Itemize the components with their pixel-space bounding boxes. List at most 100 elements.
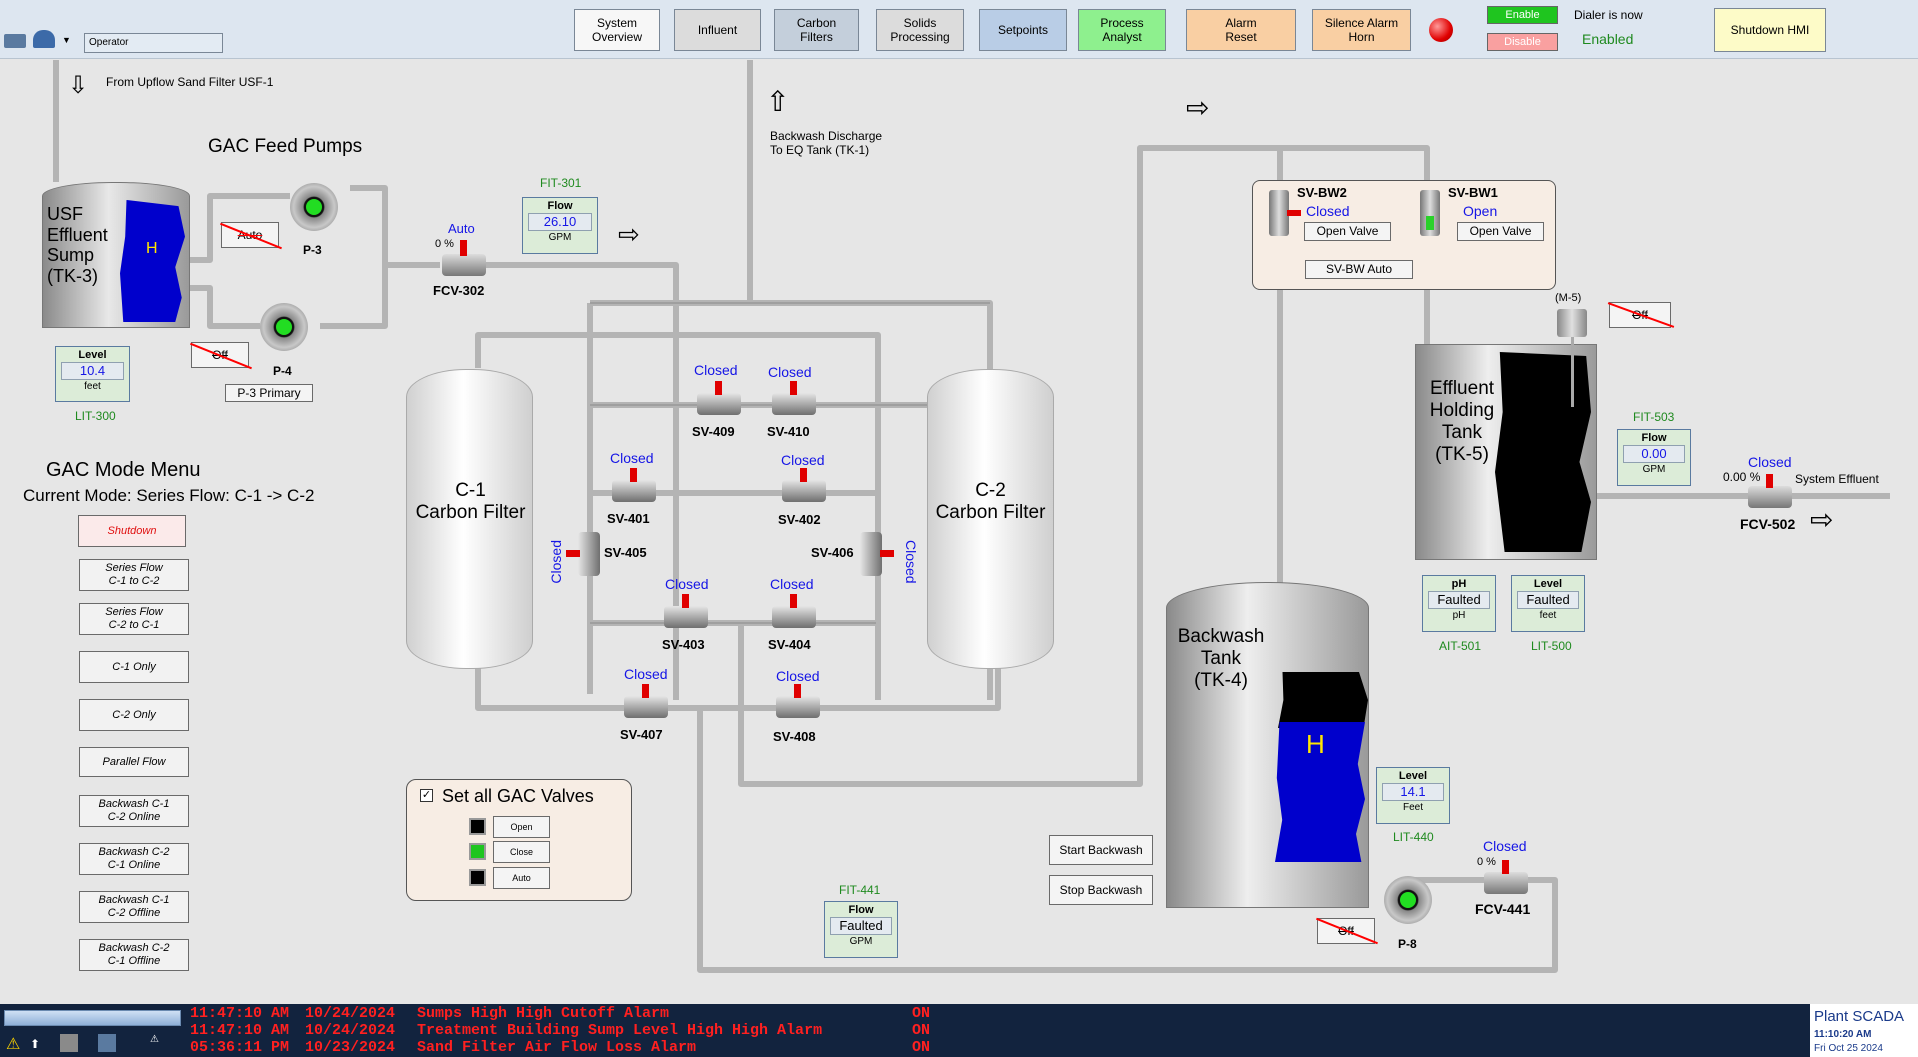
valve-sv-404[interactable]: [772, 594, 816, 628]
nav-carbon-filters-button[interactable]: Carbon Filters: [774, 9, 859, 51]
nav-silence-alarm-horn-button[interactable]: Silence Alarm Horn: [1312, 9, 1411, 51]
pump-p4[interactable]: [260, 303, 308, 351]
mode-c2-only-button[interactable]: C-2 Only: [79, 699, 189, 731]
c2-carbon-filter[interactable]: [927, 369, 1054, 669]
valve-sv-408-label: SV-408: [773, 729, 816, 744]
printer-icon[interactable]: [4, 34, 26, 48]
valve-sv-406-state: Closed: [903, 540, 920, 584]
mode-c1-only-button[interactable]: C-1 Only: [79, 651, 189, 683]
auto-all-button[interactable]: Auto: [493, 867, 550, 889]
pump-p3[interactable]: [290, 183, 338, 231]
c2-label: C-2 Carbon Filter: [935, 480, 1046, 523]
valve-sv-405-state: Closed: [548, 540, 564, 584]
valve-sv-405[interactable]: [566, 532, 600, 576]
shutdown-hmi-button[interactable]: Shutdown HMI: [1714, 8, 1826, 52]
valve-sv-402[interactable]: [782, 468, 826, 502]
mode-shutdown-button[interactable]: Shutdown: [78, 515, 186, 547]
sv-bw2-valve[interactable]: [1269, 190, 1301, 236]
lit-300-display[interactable]: Level 10.4 feet: [55, 346, 130, 402]
pump-p8[interactable]: [1384, 876, 1432, 924]
valve-sv-403[interactable]: [664, 594, 708, 628]
right-arrow-icon: ⇨: [1186, 92, 1210, 123]
valve-sv-407-label: SV-407: [620, 727, 663, 742]
mode-backwash-c1-c2-offline-button[interactable]: Backwash C-1 C-2 Offline: [79, 891, 189, 923]
p3-primary-button[interactable]: P-3 Primary: [225, 384, 313, 402]
lit-500-tag: LIT-500: [1531, 639, 1572, 653]
nav-process-analyst-button[interactable]: Process Analyst: [1078, 9, 1166, 51]
sv-bw1-state: Open: [1463, 203, 1498, 219]
sv-bw2-open-valve-button[interactable]: Open Valve: [1304, 222, 1391, 241]
lit-500-display[interactable]: Level Faulted feet: [1511, 575, 1585, 632]
effluent-tank-label: Effluent Holding Tank (TK-5): [1429, 378, 1495, 465]
dialer-label: Dialer is now: [1574, 8, 1643, 22]
valve-sv-408[interactable]: [776, 684, 820, 718]
mode-backwash-c2-c1-online-button[interactable]: Backwash C-2 C-1 Online: [79, 843, 189, 875]
fcv-302-valve[interactable]: [442, 240, 486, 276]
open-all-button[interactable]: Open: [493, 816, 550, 838]
dialer-enable-button[interactable]: Enable: [1487, 6, 1558, 24]
close-all-button[interactable]: Close: [493, 841, 550, 863]
fit-301-display[interactable]: Flow 26.10 GPM: [522, 197, 598, 254]
user-icon[interactable]: [33, 30, 55, 48]
valve-sv-407[interactable]: [624, 684, 668, 718]
alarm-state: ON: [912, 1039, 931, 1056]
checkbox-icon[interactable]: ✓: [420, 789, 433, 802]
effluent-tank-level-fill: [1495, 352, 1591, 552]
valve-sv-406[interactable]: [860, 532, 894, 576]
mode-series-c2-c1-button[interactable]: Series Flow C-2 to C-1: [79, 603, 189, 635]
fit-441-display[interactable]: Flow Faulted GPM: [824, 901, 898, 958]
current-mode-label: Current Mode: Series Flow: C-1 -> C-2: [23, 486, 315, 505]
fit-503-display[interactable]: Flow 0.00 GPM: [1617, 429, 1691, 486]
alarm-scroll-field[interactable]: [4, 1010, 181, 1026]
nav-solids-processing-button[interactable]: Solids Processing: [876, 9, 964, 51]
dialer-status: Enabled: [1582, 31, 1634, 47]
mode-series-c1-c2-button[interactable]: Series Flow C-1 to C-2: [79, 559, 189, 591]
start-backwash-button[interactable]: Start Backwash: [1049, 835, 1153, 865]
backwash-tank-level-fill: [1275, 722, 1365, 862]
alarm-count-icon[interactable]: ⚠: [150, 1034, 159, 1045]
sv-bw-auto-button[interactable]: SV-BW Auto: [1305, 260, 1413, 279]
nav-alarm-reset-button[interactable]: Alarm Reset: [1186, 9, 1296, 51]
valve-sv-403-label: SV-403: [662, 637, 705, 652]
sv-bw1-valve[interactable]: [1420, 190, 1440, 236]
alarm-lamp: [1429, 18, 1453, 42]
valve-sv-410[interactable]: [772, 381, 816, 415]
alarm-warning-icon[interactable]: ⚠: [6, 1036, 21, 1053]
sv-bw1-open-valve-button[interactable]: Open Valve: [1457, 222, 1544, 241]
from-usf-label: From Upflow Sand Filter USF-1: [106, 75, 274, 89]
c1-carbon-filter[interactable]: [406, 369, 533, 669]
up-arrow-icon: ⇧: [766, 86, 790, 117]
user-field[interactable]: Operator: [84, 33, 223, 53]
alarm-list-icon[interactable]: [98, 1034, 116, 1052]
valve-sv-404-label: SV-404: [768, 637, 811, 652]
mixer-m5[interactable]: [1557, 309, 1587, 337]
alarm-date: 10/24/2024: [305, 1022, 396, 1039]
sv-bw2-label: SV-BW2: [1297, 185, 1347, 200]
fcv-441-percent: 0 %: [1477, 856, 1496, 868]
mode-parallel-flow-button[interactable]: Parallel Flow: [79, 747, 189, 777]
valve-sv-409[interactable]: [697, 381, 741, 415]
valve-sv-401[interactable]: [612, 468, 656, 502]
alarm-acknowledge-icon[interactable]: ⬆: [30, 1037, 41, 1051]
fcv-441-valve[interactable]: [1484, 860, 1528, 894]
chevron-down-icon[interactable]: ▼: [62, 35, 71, 45]
gac-mode-menu-title: GAC Mode Menu: [46, 459, 201, 481]
lit-440-display[interactable]: Level 14.1 Feet: [1376, 767, 1450, 824]
alarm-time: 05:36:11 PM: [190, 1039, 290, 1056]
fcv-502-valve[interactable]: [1748, 474, 1792, 508]
dialer-disable-button[interactable]: Disable: [1487, 33, 1558, 51]
alarm-date: 10/24/2024: [305, 1005, 396, 1022]
down-arrow-icon: ⇩: [68, 72, 89, 99]
alarm-time: 11:47:10 AM: [190, 1005, 290, 1022]
alarm-message: Sand Filter Air Flow Loss Alarm: [417, 1039, 697, 1056]
ait-501-display[interactable]: pH Faulted pH: [1422, 575, 1496, 632]
alarm-state: ON: [912, 1022, 931, 1039]
alarm-silence-icon[interactable]: [60, 1034, 78, 1052]
nav-setpoints-button[interactable]: Setpoints: [979, 9, 1067, 51]
nav-influent-button[interactable]: Influent: [674, 9, 761, 51]
mode-backwash-c2-c1-offline-button[interactable]: Backwash C-2 C-1 Offline: [79, 939, 189, 971]
nav-system-overview-button[interactable]: System Overview: [574, 9, 660, 51]
backwash-tank-black-fill: [1278, 672, 1368, 728]
stop-backwash-button[interactable]: Stop Backwash: [1049, 875, 1153, 905]
mode-backwash-c1-c2-online-button[interactable]: Backwash C-1 C-2 Online: [79, 795, 189, 827]
